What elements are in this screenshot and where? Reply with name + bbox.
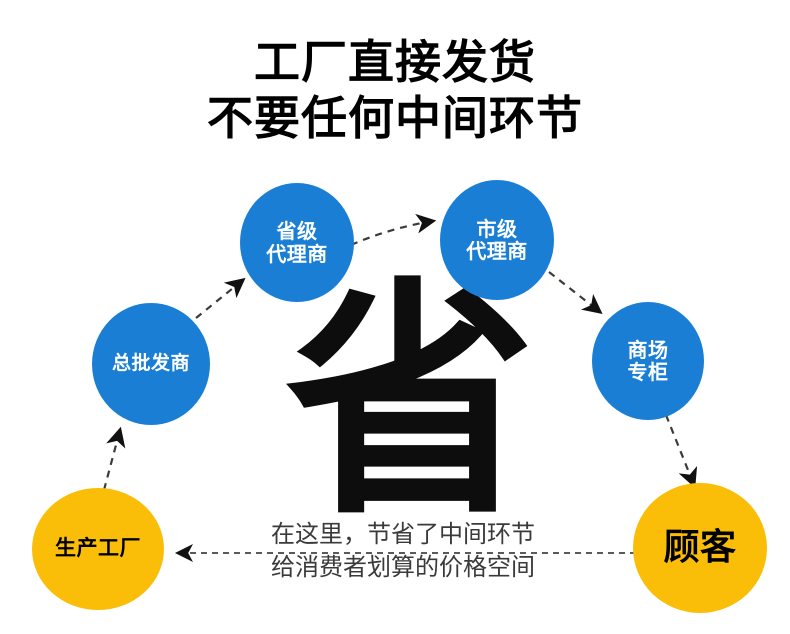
page-title: 工厂直接发货 不要任何中间环节 (0, 34, 790, 146)
node-mall-counter[interactable]: 商场 专柜 (592, 302, 704, 420)
node-provincial-agent-label: 省级 代理商 (266, 220, 328, 265)
node-city-agent-label: 市级 代理商 (466, 216, 528, 263)
node-city-agent[interactable]: 市级 代理商 (440, 180, 554, 300)
caption-block: 在这里，节省了中间环节 给消费者划算的价格空间 (228, 518, 578, 584)
node-mall-counter-label: 商场 专柜 (627, 337, 669, 384)
node-mall-counter-line-1: 商场 (627, 337, 669, 362)
caption-line-1: 在这里，节省了中间环节 (271, 520, 535, 548)
arrow-mall-to-customer (664, 414, 698, 489)
node-production-factory[interactable]: 生产工厂 (32, 488, 164, 610)
big-save-glyph: 省 (285, 257, 535, 548)
arrow-city-to-mall (548, 271, 603, 315)
node-customer-label: 顾客 (663, 526, 737, 568)
arrow-factory-to-wholesaler (102, 426, 126, 491)
node-mall-counter-line-2: 专柜 (627, 360, 669, 384)
node-general-wholesaler[interactable]: 总批发商 (92, 303, 210, 425)
arrow-province-to-city (350, 213, 437, 247)
node-provincial-agent[interactable]: 省级 代理商 (240, 183, 354, 302)
node-production-factory-label: 生产工厂 (55, 536, 141, 561)
caption-line-2: 给消费者划算的价格空间 (271, 553, 535, 581)
node-general-wholesaler-label: 总批发商 (111, 352, 190, 375)
page-title-line-2: 不要任何中间环节 (207, 91, 583, 145)
node-city-agent-line-1: 市级 (476, 216, 518, 241)
page-title-line-1: 工厂直接发货 (254, 35, 536, 89)
node-customer[interactable]: 顾客 (633, 483, 767, 613)
node-provincial-agent-line-1: 省级 (276, 219, 318, 244)
node-provincial-agent-line-2: 代理商 (266, 241, 328, 266)
node-city-agent-line-2: 代理商 (466, 239, 528, 263)
arrow-wholesaler-to-province (195, 277, 246, 319)
